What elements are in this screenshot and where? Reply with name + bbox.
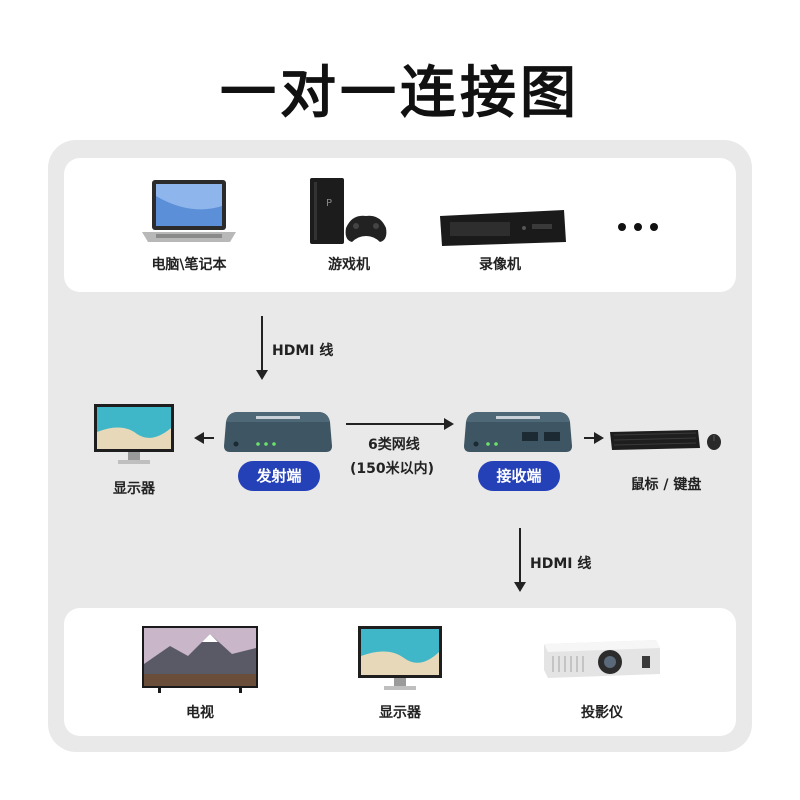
hdmi-input-arrow [256,316,268,380]
page-title: 一对一连接图 [220,61,580,126]
projector-label: 投影仪 [581,705,623,721]
game-console-label: 游戏机 [328,257,370,273]
transmitter-label: 发射端 [238,461,320,491]
local-monitor-label: 显示器 [113,481,155,497]
tv-label: 电视 [186,705,214,721]
network-cable-label: 6类网线 [368,437,420,453]
laptop-icon [142,180,236,242]
game-console-icon: P [310,178,387,244]
svg-text:P: P [326,198,332,209]
video-recorder-label: 录像机 [479,257,521,273]
local-monitor-arrow [194,432,214,444]
projector-icon [544,640,660,678]
laptop-label: 电脑\笔记本 [151,257,227,273]
hdmi-input-label: HDMI 线 [272,343,334,359]
hdmi-output-label: HDMI 线 [530,556,592,572]
monitor-label: 显示器 [379,705,421,721]
tv-icon [142,626,258,693]
hdmi-output-arrow [514,528,526,592]
network-cable-distance: (150米以内) [350,461,435,477]
receiver-device-icon [464,412,572,452]
network-cable-arrow [346,418,454,430]
transmitter-device-icon [224,412,332,452]
monitor-icon [358,626,442,690]
local-monitor-icon [94,404,174,464]
keyboard-mouse-icon [610,430,721,450]
peripherals-label: 鼠标 / 键盘 [630,477,702,493]
video-recorder-icon [440,210,566,246]
peripherals-arrow [584,432,604,444]
ellipsis-icon [618,216,666,231]
receiver-label: 接收端 [478,461,560,491]
